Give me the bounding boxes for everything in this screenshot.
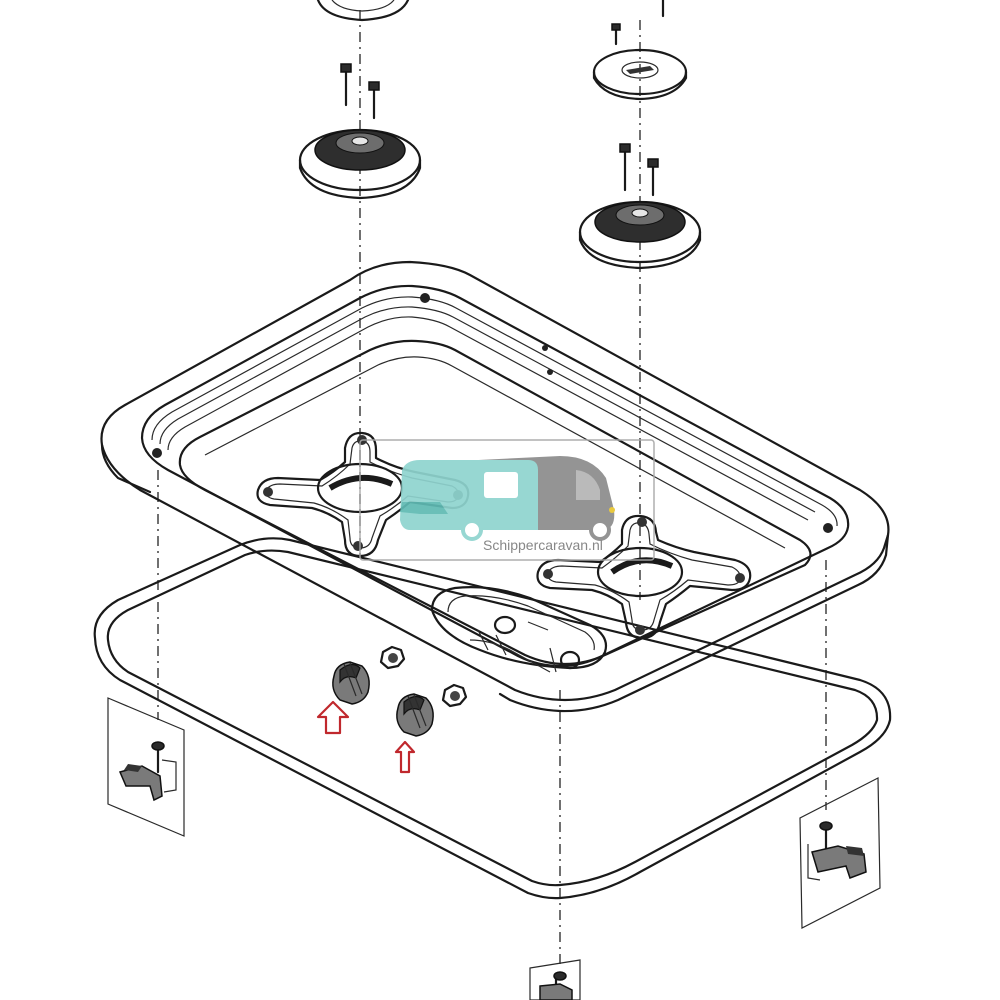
hob-tray	[100, 260, 890, 713]
control-knob-left	[332, 661, 370, 705]
clamp-left	[107, 697, 185, 837]
watermark: Schippercaravan.nl	[359, 439, 655, 561]
nut-left	[379, 645, 406, 670]
control-knobs	[332, 645, 468, 737]
left-burner	[298, 128, 422, 200]
clamp-bottom	[529, 959, 581, 1000]
right-screws	[619, 143, 659, 197]
nut-right	[441, 683, 468, 708]
right-cap	[592, 48, 688, 101]
left-cap	[316, 0, 410, 22]
clamp-right	[799, 777, 881, 929]
right-top-screws	[611, 0, 665, 46]
gasket	[93, 537, 892, 900]
arrow-up-icon	[394, 740, 416, 774]
right-burner	[578, 200, 702, 270]
left-screws	[340, 63, 380, 120]
highlight-arrows	[316, 700, 416, 774]
arrow-up-icon	[316, 700, 350, 735]
control-knob-right	[396, 693, 434, 737]
watermark-text: Schippercaravan.nl	[483, 537, 603, 553]
